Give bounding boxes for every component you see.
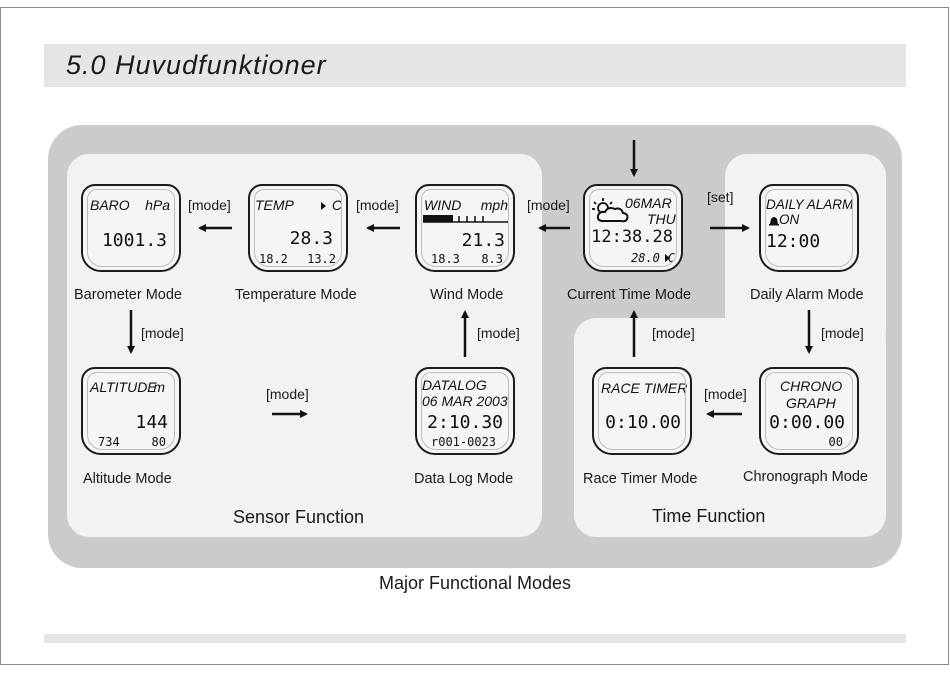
wind-screen: WIND mph 21.3 18.3 8.3 (415, 184, 515, 272)
temperature-screen: TEMP C 28.3 18.2 13.2 (248, 184, 348, 272)
barometer-mode-label: Barometer Mode (74, 287, 182, 303)
page-frame (0, 7, 949, 665)
data-log-mode-label: Data Log Mode (414, 471, 514, 487)
mode-tag-alarm: [mode] (821, 325, 864, 341)
race-timer-screen: RACE TIMER 0:10.00 (592, 367, 692, 455)
mode-tag-wind: [mode] (527, 197, 570, 213)
temperature-mode-label: Temperature Mode (235, 287, 357, 303)
page-title: 5.0 Huvudfunktioner (66, 50, 327, 80)
mode-tag-racetimer: [mode] (652, 325, 695, 341)
mode-tag-chrono: [mode] (704, 386, 747, 402)
footer-bar (44, 634, 906, 643)
chronograph-mode-label: Chronograph Mode (743, 469, 868, 485)
altitude-mode-label: Altitude Mode (83, 471, 172, 487)
sensor-function-label: Sensor Function (233, 507, 365, 527)
daily-alarm-screen: DAILY ALARM ON 12:00 (759, 184, 859, 272)
data-log-screen: DATALOG 06 MAR 2003 2:10.30 r001-0023 (415, 367, 515, 455)
altitude-screen: ALTITUDE m 144 734 80 (81, 367, 181, 455)
mode-tag-datalog: [mode] (477, 325, 520, 341)
mode-tag-altitude: [mode] (141, 325, 184, 341)
barometer-screen: BARO hPa 1001.3 (81, 184, 181, 272)
race-timer-mode-label: Race Timer Mode (583, 471, 698, 487)
wind-mode-label: Wind Mode (430, 287, 504, 303)
daily-alarm-mode-label: Daily Alarm Mode (750, 287, 864, 303)
figure-caption: Major Functional Modes (378, 573, 572, 593)
title-bar: 5.0 Huvudfunktioner (44, 44, 906, 87)
mode-tag-altitude-datalog: [mode] (266, 386, 309, 402)
current-time-screen: 06MAR THU 12:38.28 28.0 C (583, 184, 683, 272)
set-tag: [set] (707, 189, 734, 205)
mode-tag-baro: [mode] (188, 197, 231, 213)
time-function-label: Time Function (652, 506, 766, 526)
current-time-mode-label: Current Time Mode (567, 287, 692, 303)
mode-tag-temp: [mode] (356, 197, 399, 213)
chronograph-screen: CHRONO GRAPH 0:00.00 00 (759, 367, 859, 455)
